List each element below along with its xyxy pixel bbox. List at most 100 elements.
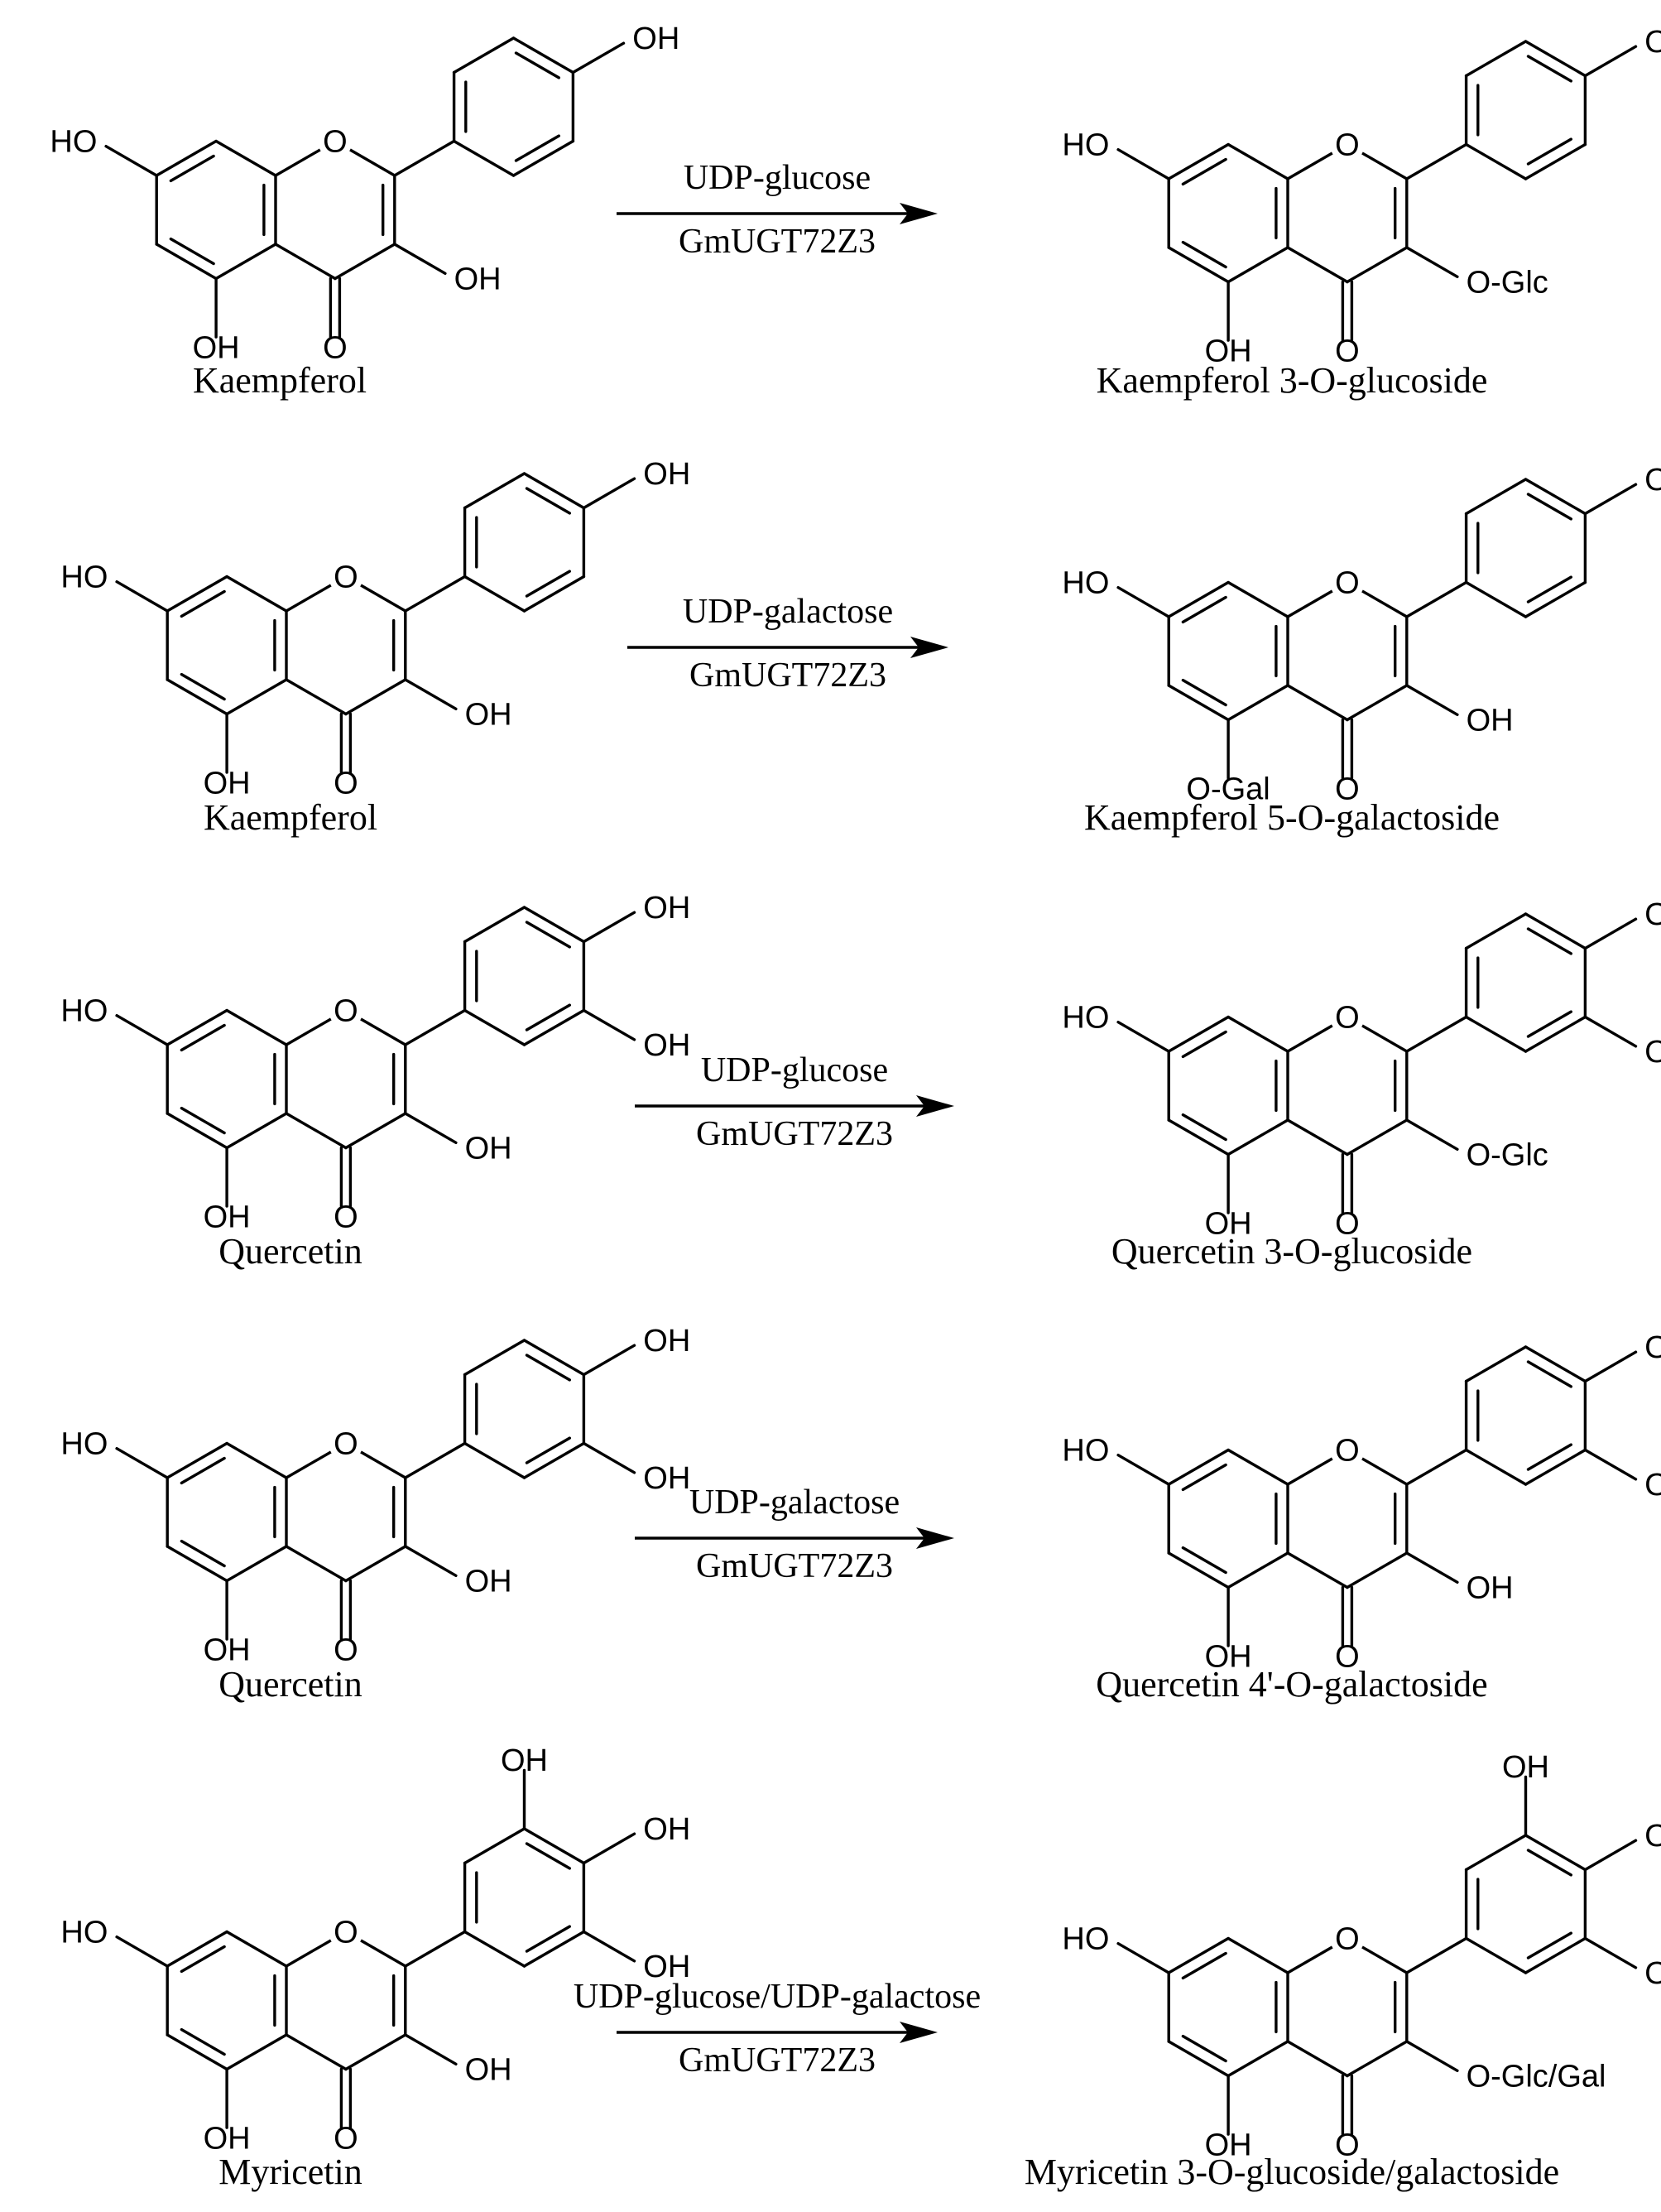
bond (1526, 1931, 1573, 1960)
bond (522, 1827, 586, 1865)
bond (525, 1436, 571, 1464)
arrow-head (900, 203, 938, 224)
ring-oxygen-mask (1329, 1432, 1365, 1468)
bond (522, 1339, 586, 1377)
bond (1405, 684, 1459, 716)
product-3-label-oh5: OH (1205, 1207, 1252, 1242)
substrate-2-label-o1: O (334, 560, 358, 595)
bond (1405, 1015, 1468, 1053)
bond (1116, 586, 1170, 618)
bond (1346, 684, 1409, 722)
bond (225, 2033, 288, 2071)
substrate-2-name: Kaempferol (204, 797, 377, 838)
bond (1167, 580, 1230, 618)
substrate-5-label-o4: O (334, 2122, 358, 2157)
bond (1116, 1453, 1170, 1486)
bond (1181, 240, 1227, 269)
ring-oxygen-mask (328, 1426, 363, 1461)
bond (1405, 1936, 1468, 1974)
bond (582, 1930, 636, 1963)
bond (166, 575, 228, 613)
product-5-label-o4: O (1335, 2128, 1360, 2163)
substrate-4-label-oh3: OH (465, 1565, 512, 1599)
bond (1526, 1849, 1573, 1877)
bond (225, 575, 288, 613)
bond (104, 144, 158, 177)
arrow-head (900, 2022, 938, 2043)
bond (1464, 40, 1528, 78)
bond (225, 678, 288, 716)
bond (1464, 1345, 1528, 1383)
substrate-4-label-oh4p: OH (643, 1324, 690, 1358)
bond (1227, 580, 1289, 618)
product-4-label-oh5: OH (1205, 1640, 1252, 1675)
substrate-5-label-oh7: HO (60, 1916, 108, 1950)
enzyme-label: GmUGT72Z3 (696, 1547, 893, 1585)
bond (1583, 1350, 1638, 1383)
bond (511, 139, 575, 177)
product-4-label-o1: O (1335, 1434, 1360, 1469)
bond (393, 243, 447, 275)
bond (1181, 595, 1227, 624)
product-3-label-oh3p: OH (1644, 1035, 1661, 1070)
bond (155, 243, 218, 281)
bond (225, 1930, 288, 1968)
substrate-1-label-o4: O (323, 331, 348, 366)
bond (525, 1003, 571, 1031)
bond (1524, 142, 1587, 180)
bond (514, 51, 560, 79)
substrate-3-label-o1: O (334, 994, 358, 1029)
bond (404, 2033, 458, 2066)
bond (1227, 1936, 1289, 1974)
substrate-5-label-oh5: OH (204, 2122, 251, 2157)
bond (1227, 1015, 1289, 1053)
bond (1464, 1448, 1528, 1486)
substrate-1-label-oh4p: OH (632, 22, 679, 56)
bond (225, 1112, 288, 1150)
bond (1181, 1113, 1227, 1142)
bond (225, 1008, 288, 1046)
product-3-name: Quercetin 3-O-glucoside (1111, 1231, 1472, 1272)
bond (525, 1354, 571, 1382)
bond (1464, 1015, 1528, 1053)
substrate-3-name: Quercetin (218, 1231, 362, 1272)
bond (180, 672, 226, 701)
product-3-label-oh4p: OH (1644, 897, 1661, 932)
product-4-label-o4: O (1335, 1640, 1360, 1675)
bond (452, 139, 516, 177)
bond (1405, 1448, 1468, 1486)
substrate-2-label-oh7: HO (60, 560, 108, 595)
ring-oxygen-mask (328, 993, 363, 1028)
bond (404, 1112, 458, 1145)
bond (1526, 1010, 1573, 1038)
substrate-4-label-oh3p: OH (643, 1461, 690, 1496)
bond (334, 243, 396, 281)
bond (582, 477, 636, 510)
bond (1405, 142, 1468, 180)
bond (525, 570, 571, 598)
bond (1167, 684, 1230, 722)
bond (522, 1930, 586, 1968)
bond (1526, 1360, 1573, 1388)
product-3-label-oh7: HO (1062, 1001, 1109, 1036)
bond (166, 1930, 228, 1968)
bond (1464, 1834, 1528, 1872)
bond (463, 1339, 526, 1377)
bond (522, 1441, 586, 1479)
product-2-label-oh4p: OH (1644, 463, 1661, 498)
bond (525, 487, 571, 515)
bond (1181, 1463, 1227, 1492)
substrate-2-label-oh3: OH (465, 698, 512, 733)
reagent-label: UDP-glucose (684, 159, 871, 197)
bond (1181, 1951, 1227, 1980)
substrate-4-label-oh5: OH (204, 1633, 251, 1668)
substrate-5-label-oh3: OH (465, 2053, 512, 2088)
bond (522, 906, 586, 944)
bond (1405, 246, 1459, 278)
